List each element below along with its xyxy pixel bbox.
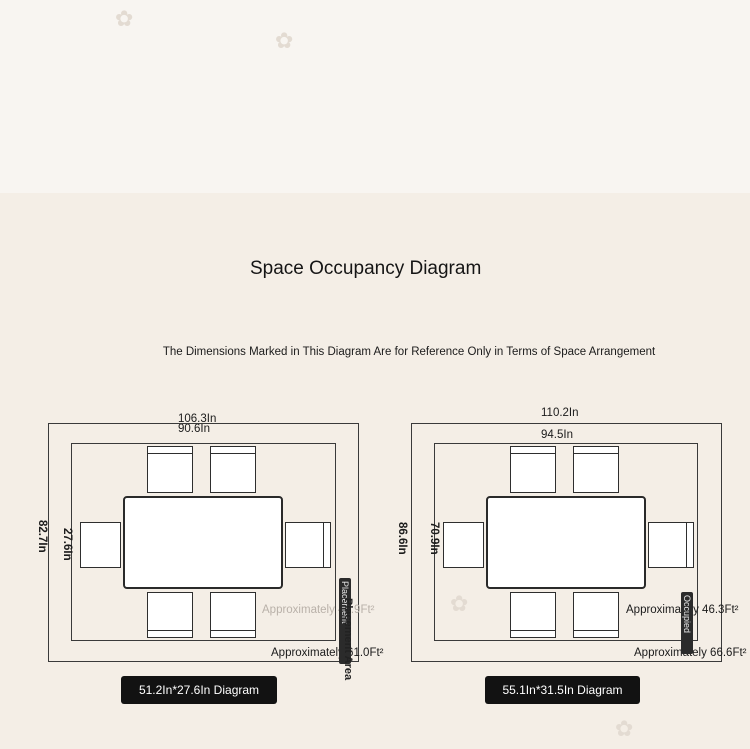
outer-width-label: 110.2In bbox=[541, 407, 579, 419]
placement-area-label: Placement Area bbox=[342, 598, 354, 681]
chair-back bbox=[573, 446, 619, 454]
chair-bottom-left bbox=[510, 592, 556, 631]
page-title: Space Occupancy Diagram bbox=[250, 258, 482, 279]
chair-left bbox=[80, 522, 121, 568]
page-subtitle: The Dimensions Marked in This Diagram Ar… bbox=[162, 346, 656, 358]
diagram-size-badge: 51.2In*27.6In Diagram bbox=[121, 676, 277, 704]
chair-back bbox=[686, 522, 694, 568]
chair-back bbox=[510, 446, 556, 454]
outer-height-label: 86.6In bbox=[396, 522, 408, 555]
chair-top-right bbox=[573, 452, 619, 493]
chair-top-left bbox=[510, 452, 556, 493]
outer-width-label: 106.3In bbox=[178, 413, 217, 425]
diagram-size-badge: 55.1In*31.5In Diagram bbox=[485, 676, 640, 704]
inner-frame bbox=[434, 443, 698, 641]
outer-height-label: 82.7In bbox=[36, 520, 48, 553]
chair-back bbox=[147, 446, 193, 454]
top-background: ✿ ✿ bbox=[0, 0, 750, 193]
chair-right bbox=[648, 522, 687, 568]
placement-tag: Placement bbox=[339, 578, 351, 664]
chair-bottom-right bbox=[573, 592, 619, 631]
chair-back bbox=[323, 522, 331, 568]
chair-top-left bbox=[147, 452, 193, 493]
blossom-icon: ✿ bbox=[115, 6, 134, 31]
inner-width-label: 90.6In bbox=[178, 423, 210, 435]
chair-top-right bbox=[210, 452, 256, 493]
chair-bottom-right bbox=[210, 592, 256, 631]
inner-height-label: 27.6In bbox=[61, 528, 73, 561]
chair-back bbox=[210, 446, 256, 454]
outer-frame bbox=[411, 423, 722, 662]
blossom-icon: ✿ bbox=[275, 28, 294, 53]
occupied-tag: Occupied bbox=[681, 592, 693, 654]
chair-back bbox=[510, 630, 556, 638]
chair-back bbox=[147, 630, 193, 638]
chair-right bbox=[285, 522, 324, 568]
table-top bbox=[123, 496, 283, 589]
table-top bbox=[486, 496, 646, 589]
outer-frame bbox=[48, 423, 359, 662]
blossom-icon: ✿ bbox=[615, 716, 634, 741]
inner-width-label: 94.5In bbox=[541, 429, 573, 441]
chair-back bbox=[210, 630, 256, 638]
inner-frame bbox=[71, 443, 336, 641]
chair-bottom-left bbox=[147, 592, 193, 631]
area-inner-note: Approximately 49.9Ft² bbox=[262, 604, 375, 616]
blossom-icon: ✿ bbox=[450, 591, 469, 616]
chair-left bbox=[443, 522, 484, 568]
area-outer-note: Approximately 61.0Ft² bbox=[271, 647, 384, 659]
chair-back bbox=[573, 630, 619, 638]
inner-height-label: 70.9In bbox=[428, 522, 440, 555]
main-background: ✿ ✿ bbox=[0, 193, 750, 749]
